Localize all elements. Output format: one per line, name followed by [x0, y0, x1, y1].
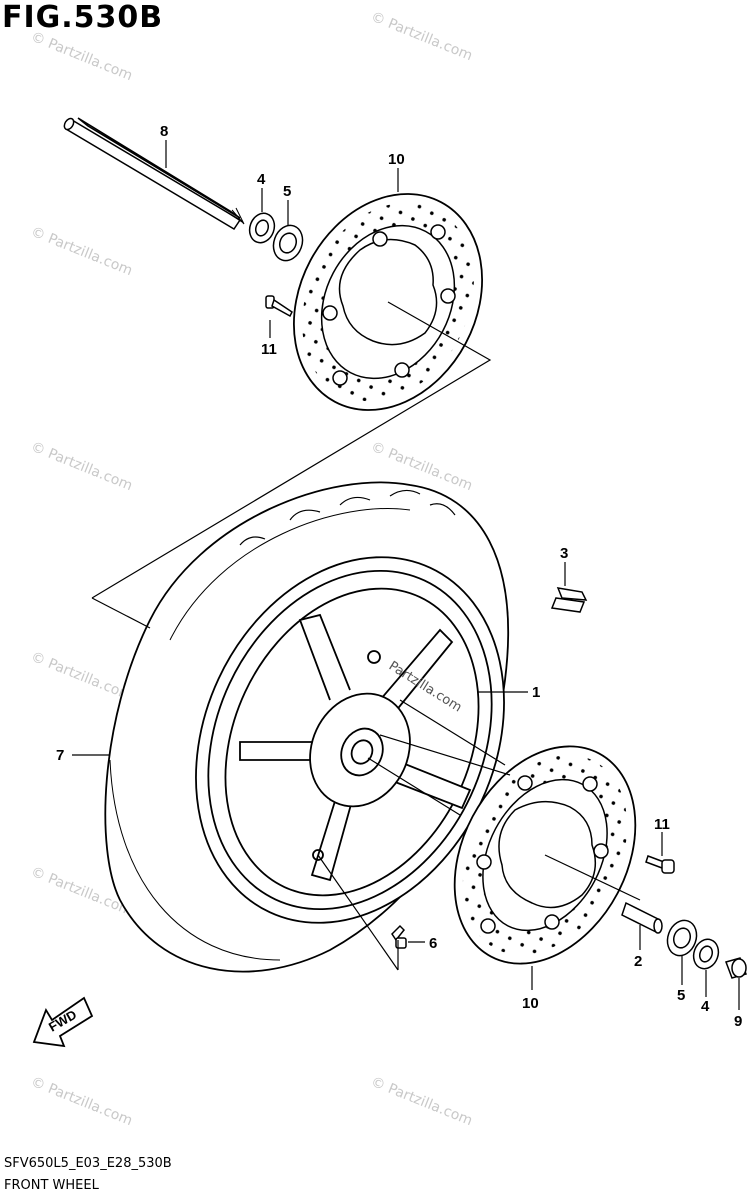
watermark: © Partzilla.com: [29, 649, 135, 704]
figure-name: FRONT WHEEL: [4, 1178, 99, 1193]
oil-seal-right: [692, 938, 720, 970]
callout-bearing-left: 5: [283, 183, 291, 200]
oil-seal-left: [248, 212, 276, 244]
callout-labels: 1 2 3 4 5 6 7 8 9 10 11 5 4 10 11: [56, 123, 742, 1030]
callout-spacer: 2: [634, 953, 642, 970]
collar: [725, 957, 747, 979]
watermark: © Partzilla.com: [29, 1074, 135, 1129]
callout-disc-right: 10: [522, 995, 539, 1012]
bearing-right: [666, 919, 698, 957]
callout-disc-left: 10: [388, 151, 405, 168]
callout-valve: 6: [429, 935, 437, 952]
watermark: © Partzilla.com: [29, 29, 135, 84]
fwd-arrow: FWD: [32, 996, 94, 1048]
leader-lines: [72, 140, 740, 1010]
figure-title: FIG.530B: [2, 0, 164, 35]
callout-balancer: 3: [560, 545, 568, 562]
callout-oil-seal-left: 4: [257, 171, 266, 188]
callout-bearing-right: 5: [677, 987, 685, 1004]
callout-axle: 8: [160, 123, 168, 140]
bolt-left: [265, 295, 293, 318]
callout-wheel: 1: [532, 684, 540, 701]
callout-collar: 9: [734, 1013, 742, 1030]
balancer: [550, 587, 588, 613]
valve: [391, 924, 407, 949]
watermark: © Partzilla.com: [29, 439, 135, 494]
callout-tire: 7: [56, 747, 64, 764]
watermark: © Partzilla.com: [29, 224, 135, 279]
callout-bolt-right: 11: [654, 816, 670, 833]
assembly-lines: [91, 301, 641, 971]
axle: [63, 117, 245, 231]
spacer: [621, 901, 663, 934]
bolt-right: [645, 855, 675, 874]
wheel-rim: [195, 556, 505, 924]
callout-oil-seal-right: 4: [701, 998, 710, 1015]
callout-bolt-left: 11: [261, 341, 277, 358]
watermark: © Partzilla.com: [369, 1074, 475, 1129]
bearing-left: [272, 224, 304, 262]
watermark: © Partzilla.com: [369, 9, 475, 64]
figure-code: SFV650L5_E03_E28_530B: [4, 1156, 172, 1171]
